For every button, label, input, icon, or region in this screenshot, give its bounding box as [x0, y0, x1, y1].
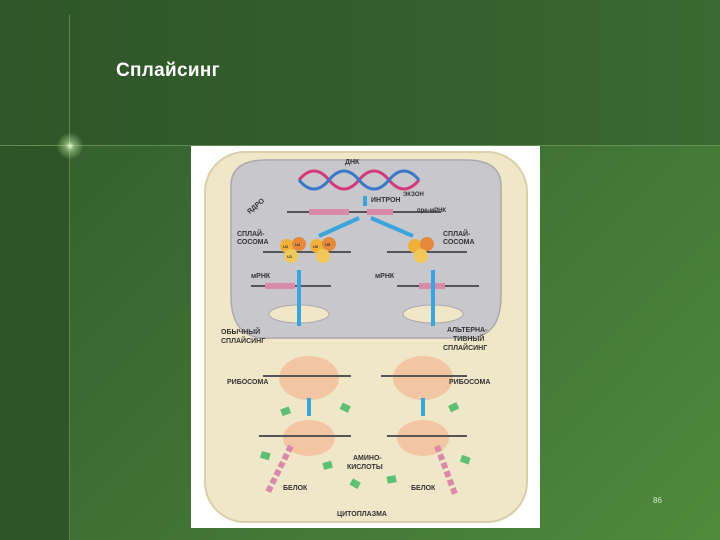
label-alt-3: СПЛАЙСИНГ: [443, 343, 487, 352]
label-dna: ДНК: [345, 159, 360, 166]
vertical-rule: [69, 15, 70, 540]
label-ribosome-right: РИБОСОМА: [449, 379, 490, 386]
spliceosome-right: [387, 237, 467, 263]
label-amino-1: АМИНО-: [353, 455, 382, 462]
label-normal-2: СПЛАЙСИНГ: [221, 336, 265, 345]
label-mrna-right: мРНК: [375, 273, 395, 280]
label-spliceosome-left-2: СОСОМА: [237, 239, 269, 246]
label-normal-1: ОБЫЧНЫЙ: [221, 327, 260, 336]
label-spliceosome-right-1: СПЛАЙ-: [443, 229, 471, 238]
ribosome-left-2: [283, 420, 335, 456]
exon-block-2: [367, 209, 393, 215]
snrnp-u1: U1: [287, 254, 293, 259]
label-mrna-left: мРНК: [251, 273, 271, 280]
ribosome-right: [393, 356, 453, 400]
label-spliceosome-right-2: СОСОМА: [443, 239, 475, 246]
label-protein-right: БЕЛОК: [411, 485, 436, 492]
spliceosome-left: [263, 237, 351, 263]
page-number: 86: [653, 496, 662, 505]
mrna-exon-left: [265, 283, 295, 289]
label-protein-left: БЕЛОК: [283, 485, 308, 492]
snrnp-u5: U5: [325, 242, 331, 247]
amino-acids: [260, 402, 471, 489]
exon-block-1: [309, 209, 349, 215]
label-pre-mrna: пре-мРНК: [417, 208, 446, 214]
snrnp-u2: U2: [283, 244, 289, 249]
arrow-split-right: [370, 216, 414, 238]
label-ribosome-left: РИБОСОМА: [227, 379, 268, 386]
ribosome-left: [279, 356, 339, 400]
splicing-diagram: ДНК ИНТРОН ЭКЗОН пре-мРНК ЯДРО СПЛАЙ- СО…: [204, 151, 528, 523]
label-amino-2: КИСЛОТЫ: [347, 464, 383, 471]
splicing-figure: ДНК ИНТРОН ЭКЗОН пре-мРНК ЯДРО СПЛАЙ- СО…: [191, 146, 540, 528]
slide-title: Сплайсинг: [116, 60, 220, 81]
label-intron: ИНТРОН: [371, 197, 400, 204]
dna-strand-b: [297, 169, 421, 191]
header-band: [0, 0, 720, 146]
light-spark: [54, 130, 86, 162]
horizontal-rule: [0, 145, 720, 146]
label-spliceosome-left-1: СПЛАЙ-: [237, 229, 265, 238]
left-band: [0, 146, 70, 540]
label-alt-1: АЛЬТЕРНА-: [447, 327, 488, 334]
snrnp-u6: U6: [313, 244, 319, 249]
arrow-split-left: [318, 216, 360, 238]
label-exon: ЭКЗОН: [403, 192, 424, 198]
label-alt-2: ТИВНЫЙ: [453, 334, 484, 343]
label-cytoplasm: ЦИТОПЛАЗМА: [337, 511, 387, 518]
snrnp-u4: U4: [295, 242, 301, 247]
